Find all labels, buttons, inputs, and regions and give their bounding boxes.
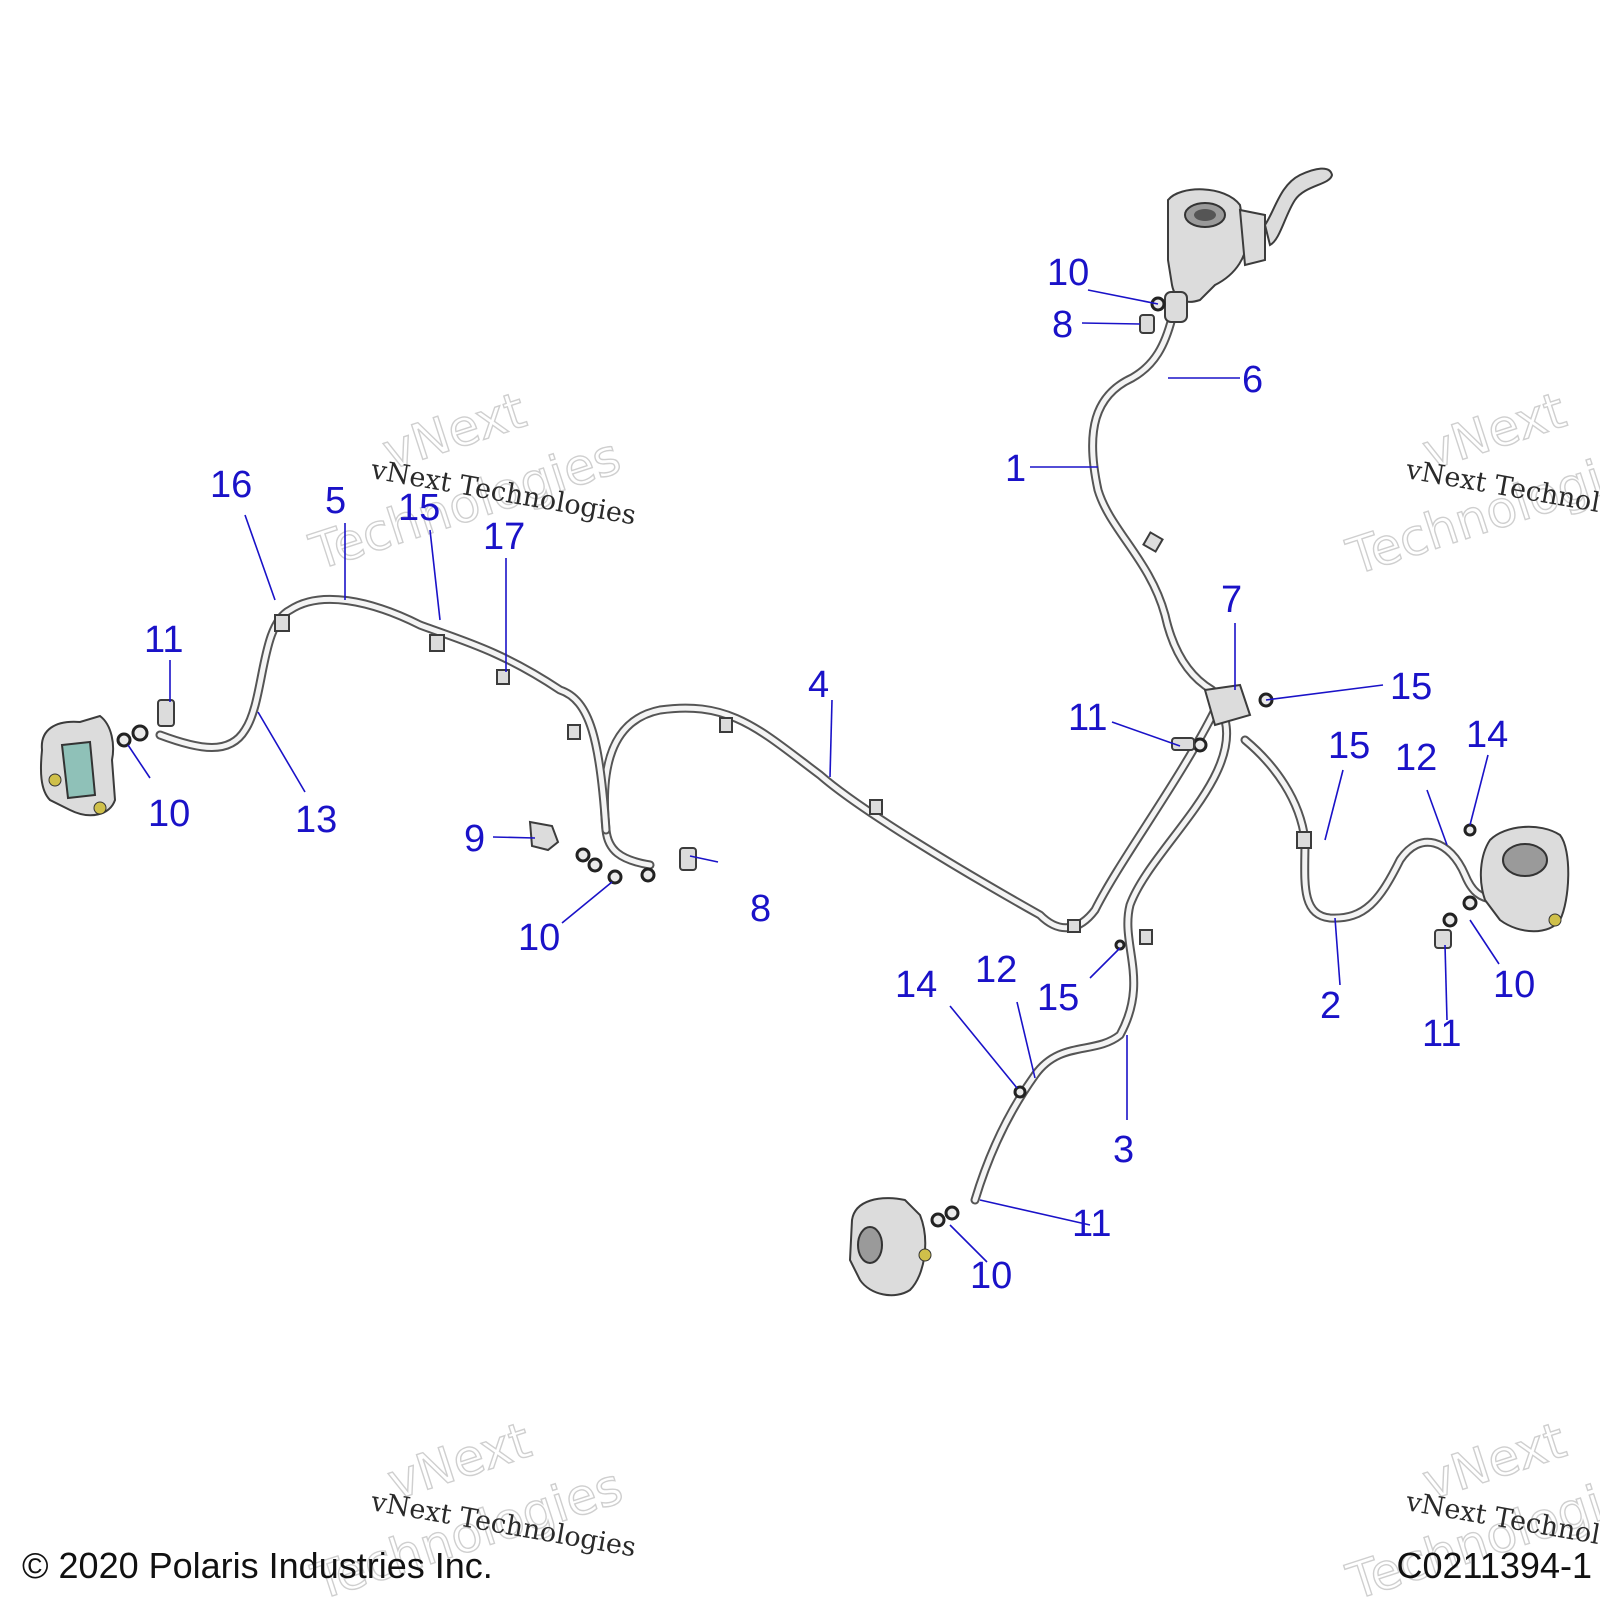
callout-10-top: 10 (1047, 252, 1089, 294)
callout-11-bottom: 11 (1072, 1203, 1111, 1245)
callout-3: 3 (1113, 1129, 1134, 1171)
callout-15-bottom: 15 (1037, 977, 1079, 1019)
callout-5: 5 (325, 480, 346, 522)
callout-1: 1 (1005, 448, 1026, 490)
center-fittings (528, 296, 1477, 1099)
callout-11-junction: 11 (1068, 697, 1107, 739)
hose-2 (1240, 735, 1500, 923)
caliper-bottom (848, 1197, 960, 1297)
callout-10-right: 10 (1493, 964, 1535, 1006)
callout-14-right: 14 (1466, 714, 1508, 756)
callout-labels: 1 2 3 4 5 6 7 8 8 9 10 10 10 10 10 11 11… (144, 252, 1535, 1297)
hose-1 (1088, 313, 1217, 695)
callout-4: 4 (808, 664, 829, 706)
callout-13: 13 (295, 799, 337, 841)
callout-2: 2 (1320, 985, 1341, 1027)
callout-17: 17 (483, 516, 525, 558)
brake-hoses (155, 313, 1500, 1205)
hose-5 (155, 594, 611, 835)
master-cylinder (1164, 167, 1334, 323)
callout-10-center: 10 (518, 917, 560, 959)
figure-id-label: C0211394-1 (1396, 1545, 1593, 1586)
callout-11-left: 11 (144, 619, 183, 661)
hose-clips (274, 531, 1312, 945)
callout-14-bottom: 14 (895, 964, 937, 1006)
watermark-top-right: vNext Technologies vNext Technologies (1339, 380, 1600, 587)
callout-15-upper: 15 (398, 487, 440, 529)
callout-8-center: 8 (750, 888, 771, 930)
callout-8-top: 8 (1052, 304, 1073, 346)
callout-12-right: 12 (1395, 737, 1437, 779)
callout-9: 9 (464, 818, 485, 860)
caliper-left (40, 699, 175, 817)
caliper-right (1434, 825, 1570, 949)
callout-15-right: 15 (1328, 725, 1370, 767)
callout-16: 16 (210, 464, 252, 506)
callout-15-junction: 15 (1390, 666, 1432, 708)
watermark-top-left: vNext Technologies vNext Technologies (302, 380, 638, 582)
hose-4 (599, 703, 1220, 933)
leader-lines (127, 289, 1500, 1263)
hose-3 (970, 715, 1232, 1205)
callout-11-right: 11 (1422, 1013, 1461, 1055)
copyright-notice: © 2020 Polaris Industries Inc. (22, 1545, 493, 1586)
callout-10-left: 10 (148, 793, 190, 835)
callout-6: 6 (1242, 359, 1263, 401)
callout-7: 7 (1221, 579, 1242, 621)
callout-12-bottom: 12 (975, 949, 1017, 991)
callout-10-bottom: 10 (970, 1255, 1012, 1297)
